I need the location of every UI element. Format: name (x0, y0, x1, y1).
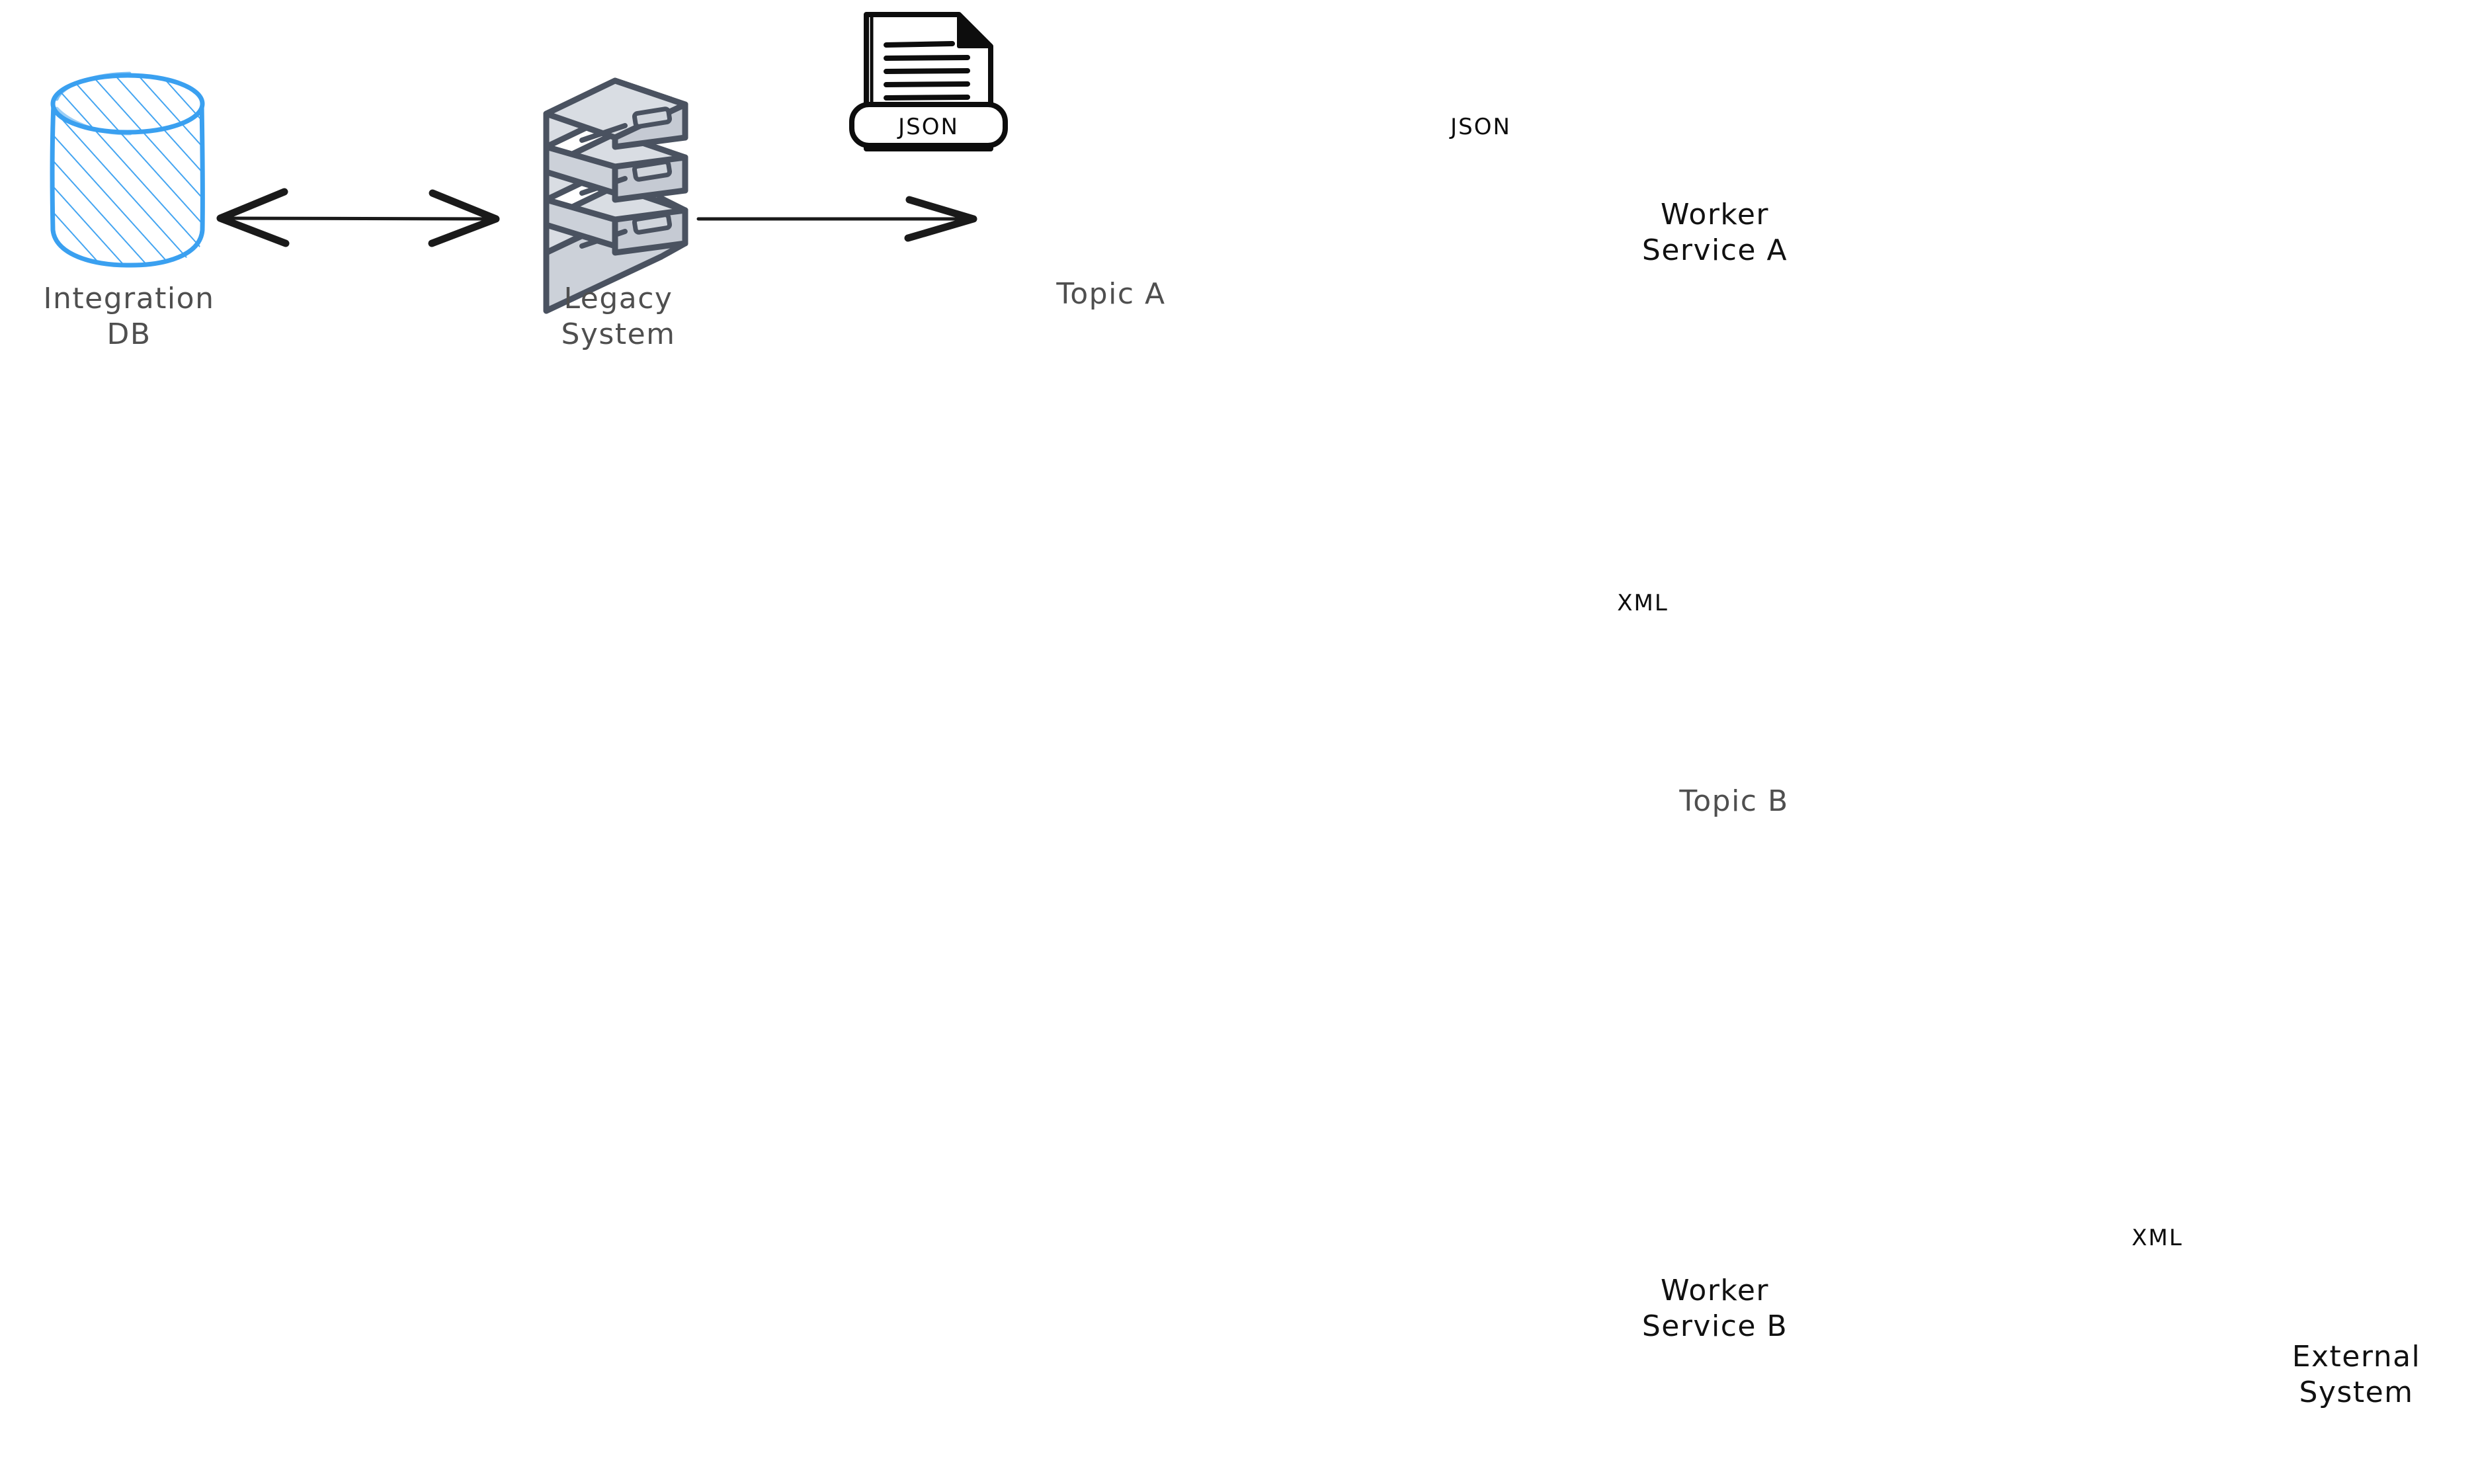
hit-integration-db[interactable] (46, 69, 212, 271)
hit-worker-service-a[interactable] (1573, 94, 1910, 405)
edge-legacy-topica-arrow (696, 196, 977, 242)
hit-worker-service-b[interactable] (1573, 1169, 1910, 1480)
node-legacy-system[interactable] (543, 77, 688, 314)
doc-json-1[interactable] (849, 12, 1008, 151)
hit-legacy-system[interactable] (540, 76, 692, 317)
hit-external-system[interactable] (2239, 1184, 2473, 1313)
hit-topic-a[interactable] (991, 175, 1237, 263)
hit-topic-b[interactable] (1614, 678, 1860, 765)
node-integration-db[interactable] (50, 71, 205, 268)
edge-db-legacy-arrow (216, 188, 500, 247)
